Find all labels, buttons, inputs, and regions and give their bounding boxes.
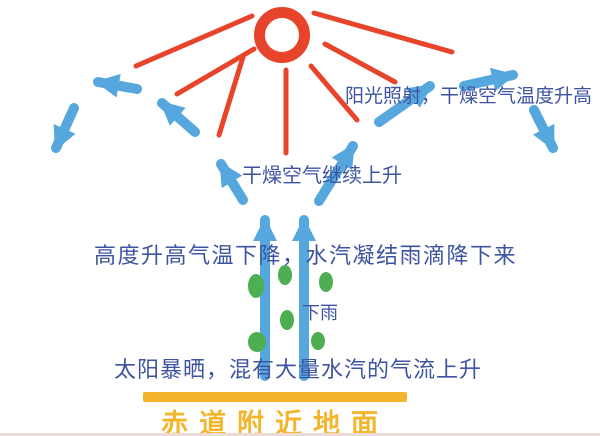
raindrops bbox=[248, 265, 333, 352]
label-moist-airflow-rising: 太阳暴晒，混有大量水汽的气流上升 bbox=[114, 357, 483, 382]
airflow-arrow-right-icon bbox=[459, 67, 518, 92]
label-rain: 下雨 bbox=[302, 303, 338, 323]
airflow-arrow-downleft-icon bbox=[51, 103, 79, 153]
airflow-arrow-upright-outer-icon bbox=[374, 81, 435, 127]
raindrop-icon bbox=[248, 274, 264, 298]
airflow-arrow-upleft-outer-icon bbox=[157, 98, 200, 137]
airflow-arrow-upleft-inner-icon bbox=[216, 159, 248, 205]
ground-bar bbox=[143, 392, 407, 402]
sun-ray-icon bbox=[311, 10, 455, 55]
sun-rays bbox=[133, 10, 455, 156]
raindrop-icon bbox=[319, 272, 333, 292]
label-condensation-rainfall: 高度升高气温下降，水汽凝结雨滴降下来 bbox=[94, 243, 518, 268]
sun-ray-icon bbox=[322, 41, 398, 85]
airflow-arrow-downright-icon bbox=[529, 105, 558, 153]
label-equator-ground: 赤道附近地面 bbox=[161, 409, 389, 436]
sun-ray-icon bbox=[133, 13, 255, 69]
airflow-arrow-upright-inner-icon bbox=[314, 141, 358, 206]
label-dry-air-continues-rising: 干燥空气继续上升 bbox=[242, 165, 402, 187]
sun-ray-icon bbox=[216, 54, 246, 138]
sun-ray-icon bbox=[308, 63, 360, 123]
airflow-arrows bbox=[51, 67, 558, 206]
raindrop-icon bbox=[278, 265, 292, 285]
raindrop-icon bbox=[280, 310, 294, 330]
airflow-arrow-left-icon bbox=[93, 73, 142, 98]
raindrop-icon bbox=[311, 332, 325, 350]
updraft-arrows bbox=[252, 215, 316, 381]
sun-icon bbox=[254, 7, 310, 63]
label-sunlight-heats-dry-air: 阳光照射，干燥空气温度升高 bbox=[345, 86, 593, 107]
bottom-edge-line bbox=[0, 433, 600, 436]
raindrop-icon bbox=[248, 332, 266, 352]
